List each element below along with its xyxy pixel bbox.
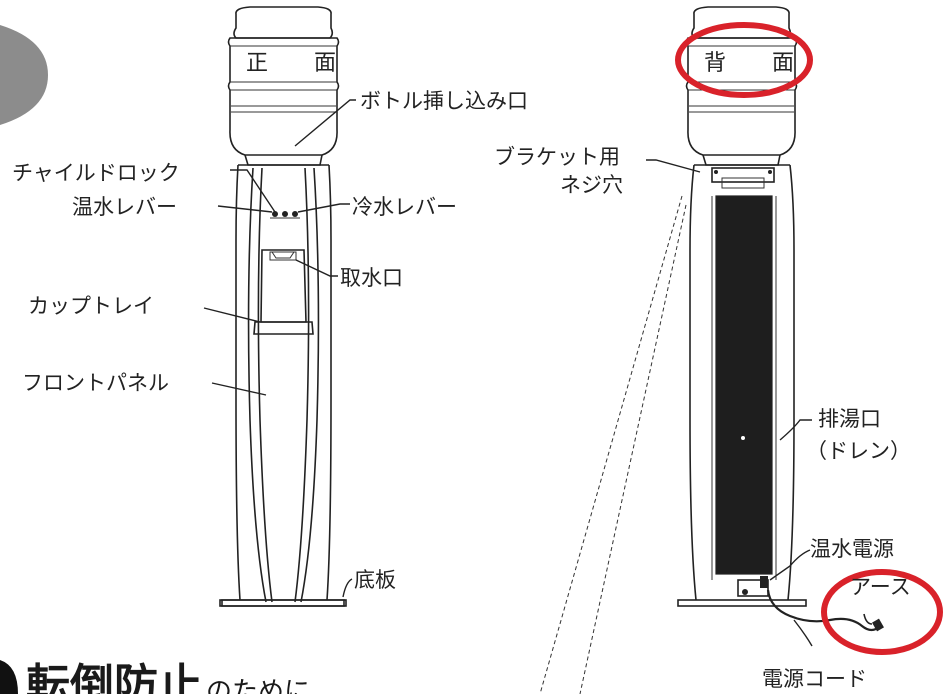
label-cold-lever: 冷水レバー xyxy=(352,195,457,219)
label-power-cord: 電源コード xyxy=(762,667,867,691)
back-unit: 背 面 xyxy=(677,6,884,632)
label-drain-line1: 排湯口 xyxy=(818,407,881,431)
label-drain-line2: （ドレン） xyxy=(806,439,911,463)
footer-heading: 転倒防止のために xyxy=(26,660,310,694)
highlight-back-label xyxy=(675,22,813,98)
front-bottle-label: 正 面 xyxy=(246,51,348,76)
highlight-earth xyxy=(821,569,943,655)
label-front-panel: フロントパネル xyxy=(22,371,169,395)
power-cord xyxy=(766,589,881,632)
back-bottle-label: 背 面 xyxy=(704,51,806,76)
label-bracket-hole-line1: ブラケット用 xyxy=(494,145,620,169)
label-hot-power: 温水電源 xyxy=(810,537,894,561)
side-tab xyxy=(0,25,48,125)
front-unit: 正 面 xyxy=(219,6,348,607)
front-bottle xyxy=(227,6,340,166)
label-bottle-inlet: ボトル挿し込み口 xyxy=(360,89,528,113)
label-bracket-hole-line2: ネジ穴 xyxy=(560,173,623,197)
label-earth: アース xyxy=(850,575,911,599)
label-cup-tray: カップトレイ xyxy=(28,294,154,318)
label-child-lock: チャイルドロック xyxy=(12,161,180,185)
label-base-plate: 底板 xyxy=(354,568,396,592)
label-hot-lever: 温水レバー xyxy=(72,195,177,219)
condenser-coil xyxy=(715,195,773,575)
label-outlet: 取水口 xyxy=(340,266,403,290)
heading-bullet xyxy=(0,660,18,694)
